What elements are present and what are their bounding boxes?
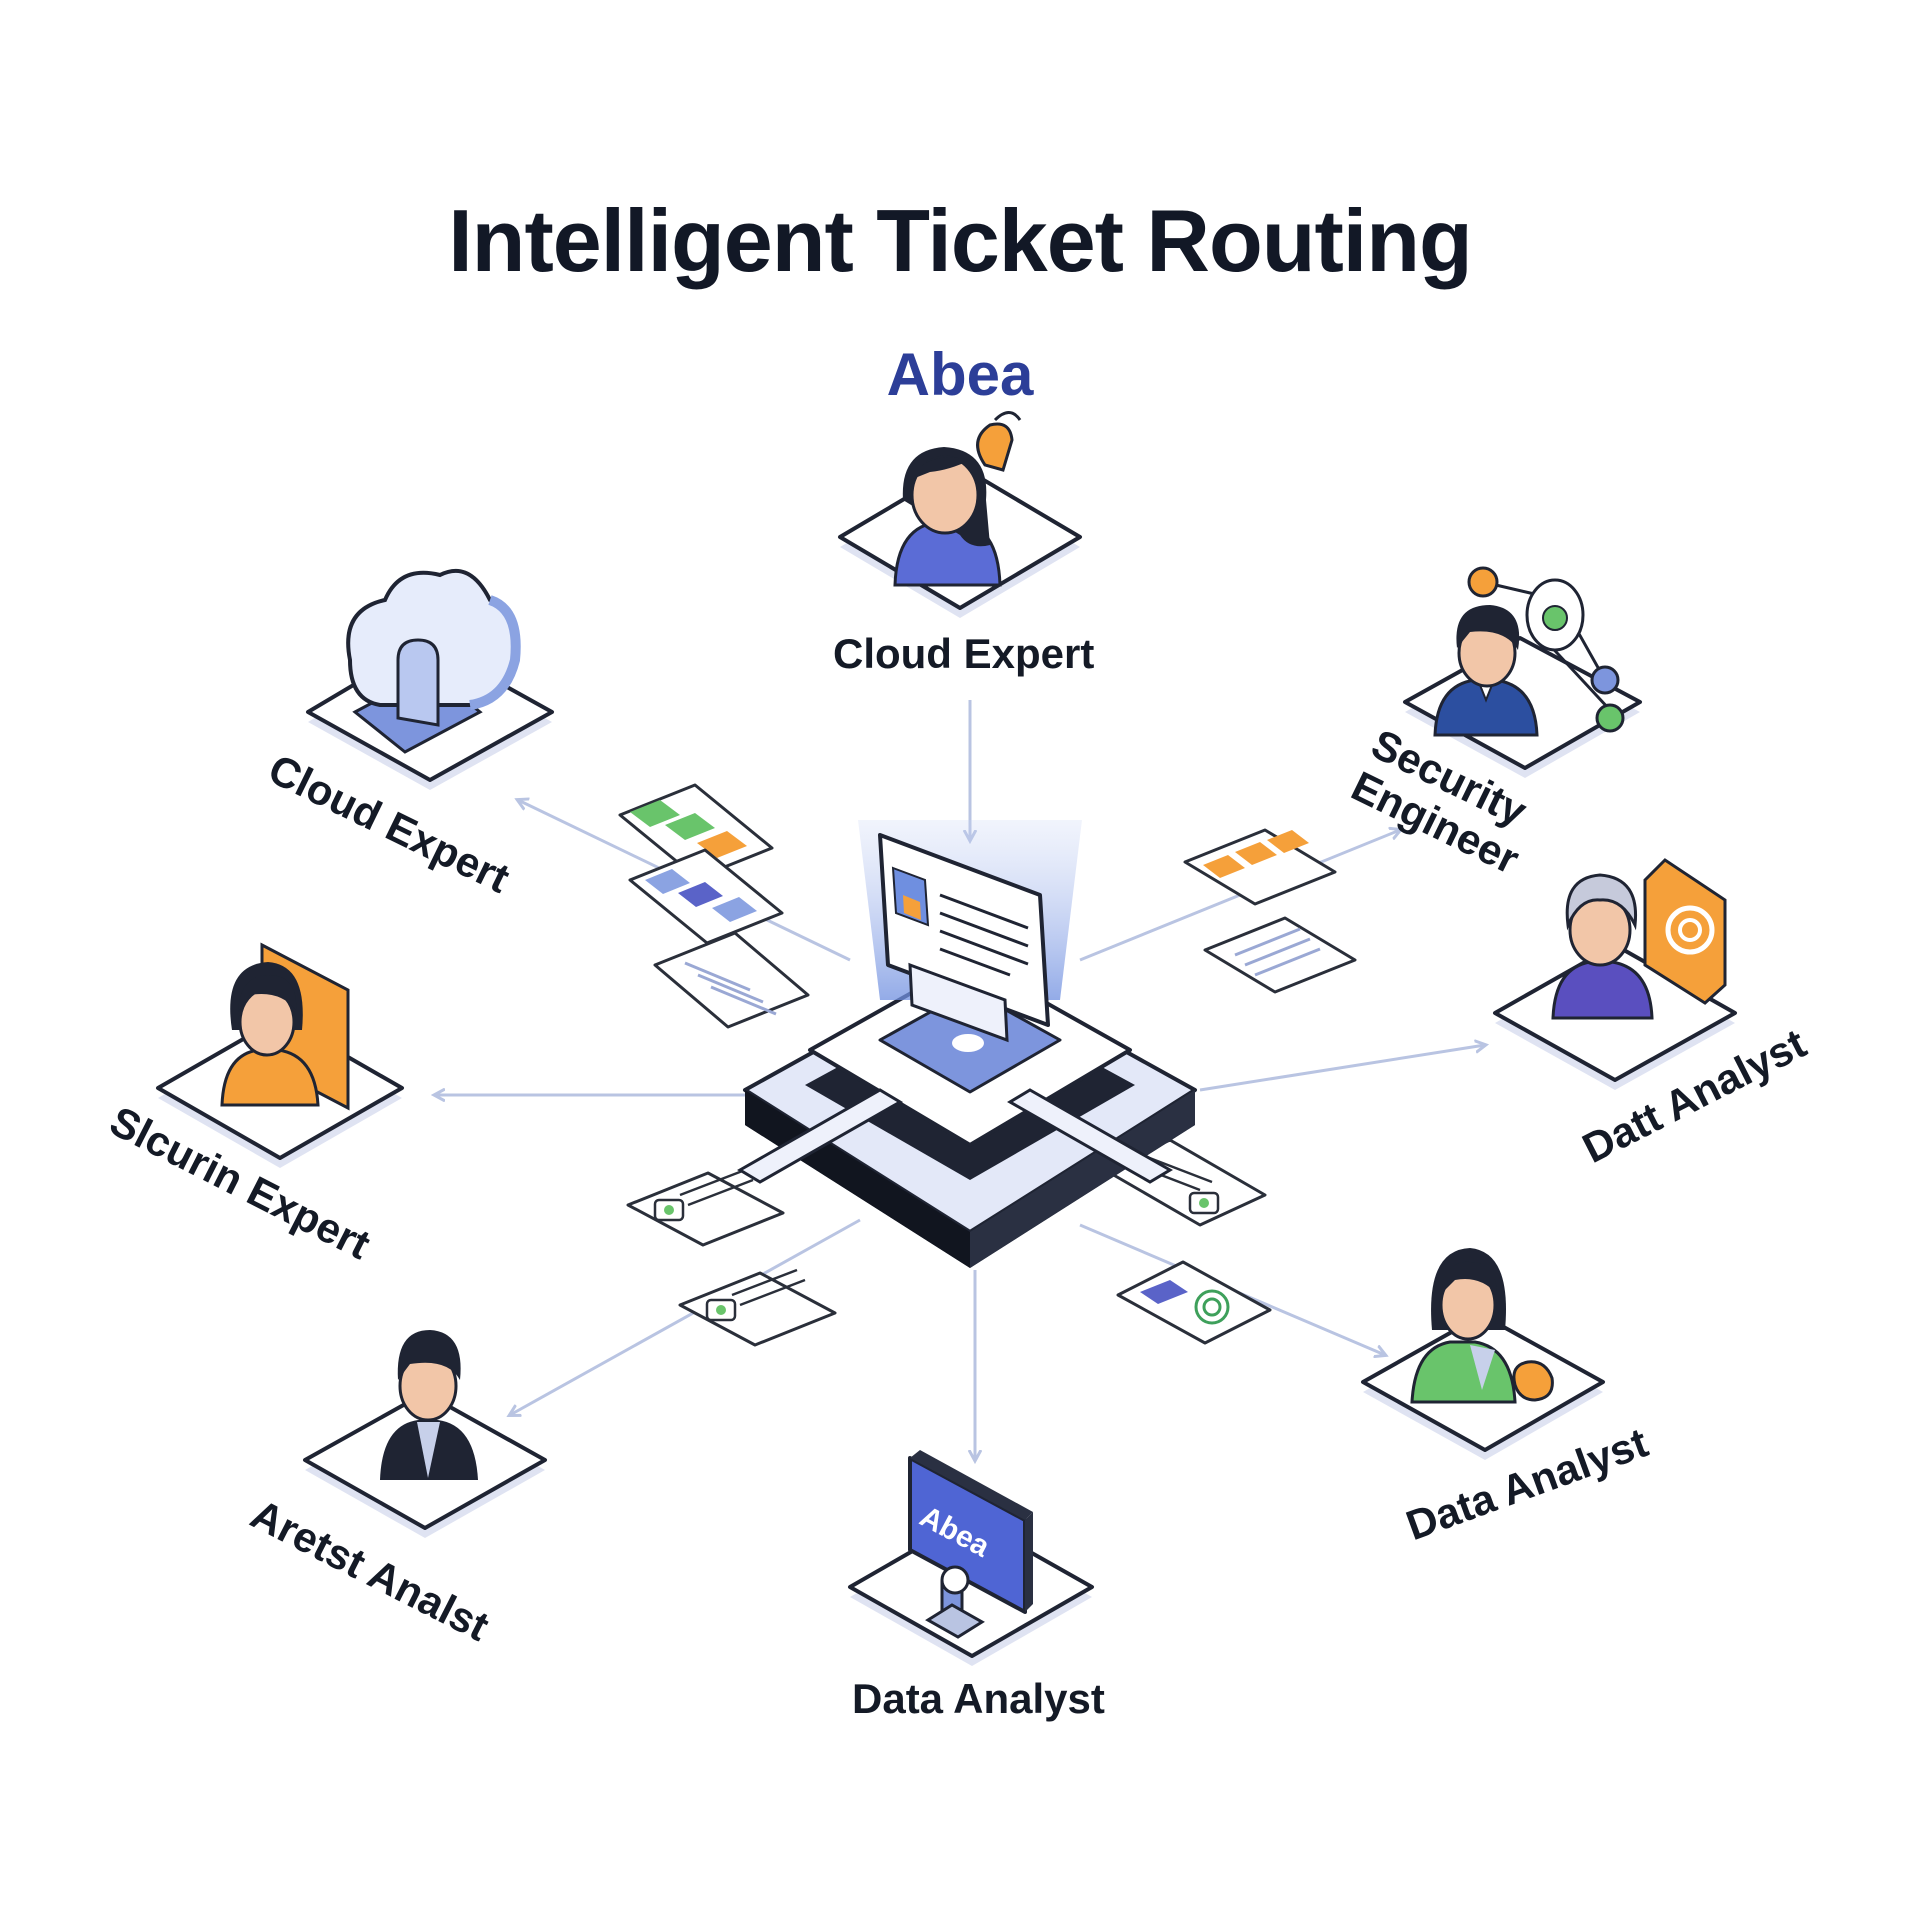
diagram-title: Intelligent Ticket Routing	[448, 191, 1473, 290]
node-top[interactable]	[838, 411, 1082, 619]
node-upper-left[interactable]	[306, 569, 554, 790]
ticket-card-icon	[678, 1268, 837, 1347]
person-icon	[220, 942, 350, 1111]
person-icon	[380, 1330, 478, 1480]
ticket-card-icon	[878, 833, 1050, 1043]
node-mid-left[interactable]	[156, 942, 404, 1168]
ticket-card-icon	[1116, 1260, 1272, 1345]
network-graph-icon	[1467, 566, 1625, 733]
diagram-subtitle: Abea	[886, 341, 1034, 408]
monitor-icon	[908, 1450, 1033, 1639]
node-lower-right[interactable]	[1361, 1248, 1605, 1460]
node-upper-right[interactable]	[1403, 566, 1642, 778]
arrow-to-lower-left	[510, 1218, 861, 1415]
person-icon	[893, 447, 1002, 587]
ticket-card-icon	[628, 848, 784, 945]
person-icon	[1410, 1248, 1517, 1404]
node-top-label: Cloud Expert	[833, 630, 1095, 677]
person-icon	[1551, 873, 1654, 1020]
cloud-upload-icon	[346, 569, 521, 754]
badge-icon	[1643, 858, 1727, 1005]
ticket-card-icon	[1183, 828, 1337, 906]
ticket-card-icon	[653, 931, 810, 1029]
routing-server-icon	[737, 820, 1197, 1268]
person-icon	[1433, 605, 1539, 737]
arrow-to-mid-right	[1199, 1045, 1485, 1092]
node-lower-left[interactable]	[303, 1330, 547, 1538]
node-bottom[interactable]	[848, 1450, 1094, 1666]
node-bottom-label: Data Analyst	[852, 1675, 1105, 1722]
brush-icon	[976, 411, 1022, 472]
ticket-card-icon	[626, 1168, 785, 1247]
node-mid-right[interactable]	[1493, 858, 1737, 1090]
creature-icon	[1512, 1360, 1554, 1402]
ticket-card-icon	[618, 783, 774, 880]
ticket-card-icon	[1203, 916, 1357, 994]
